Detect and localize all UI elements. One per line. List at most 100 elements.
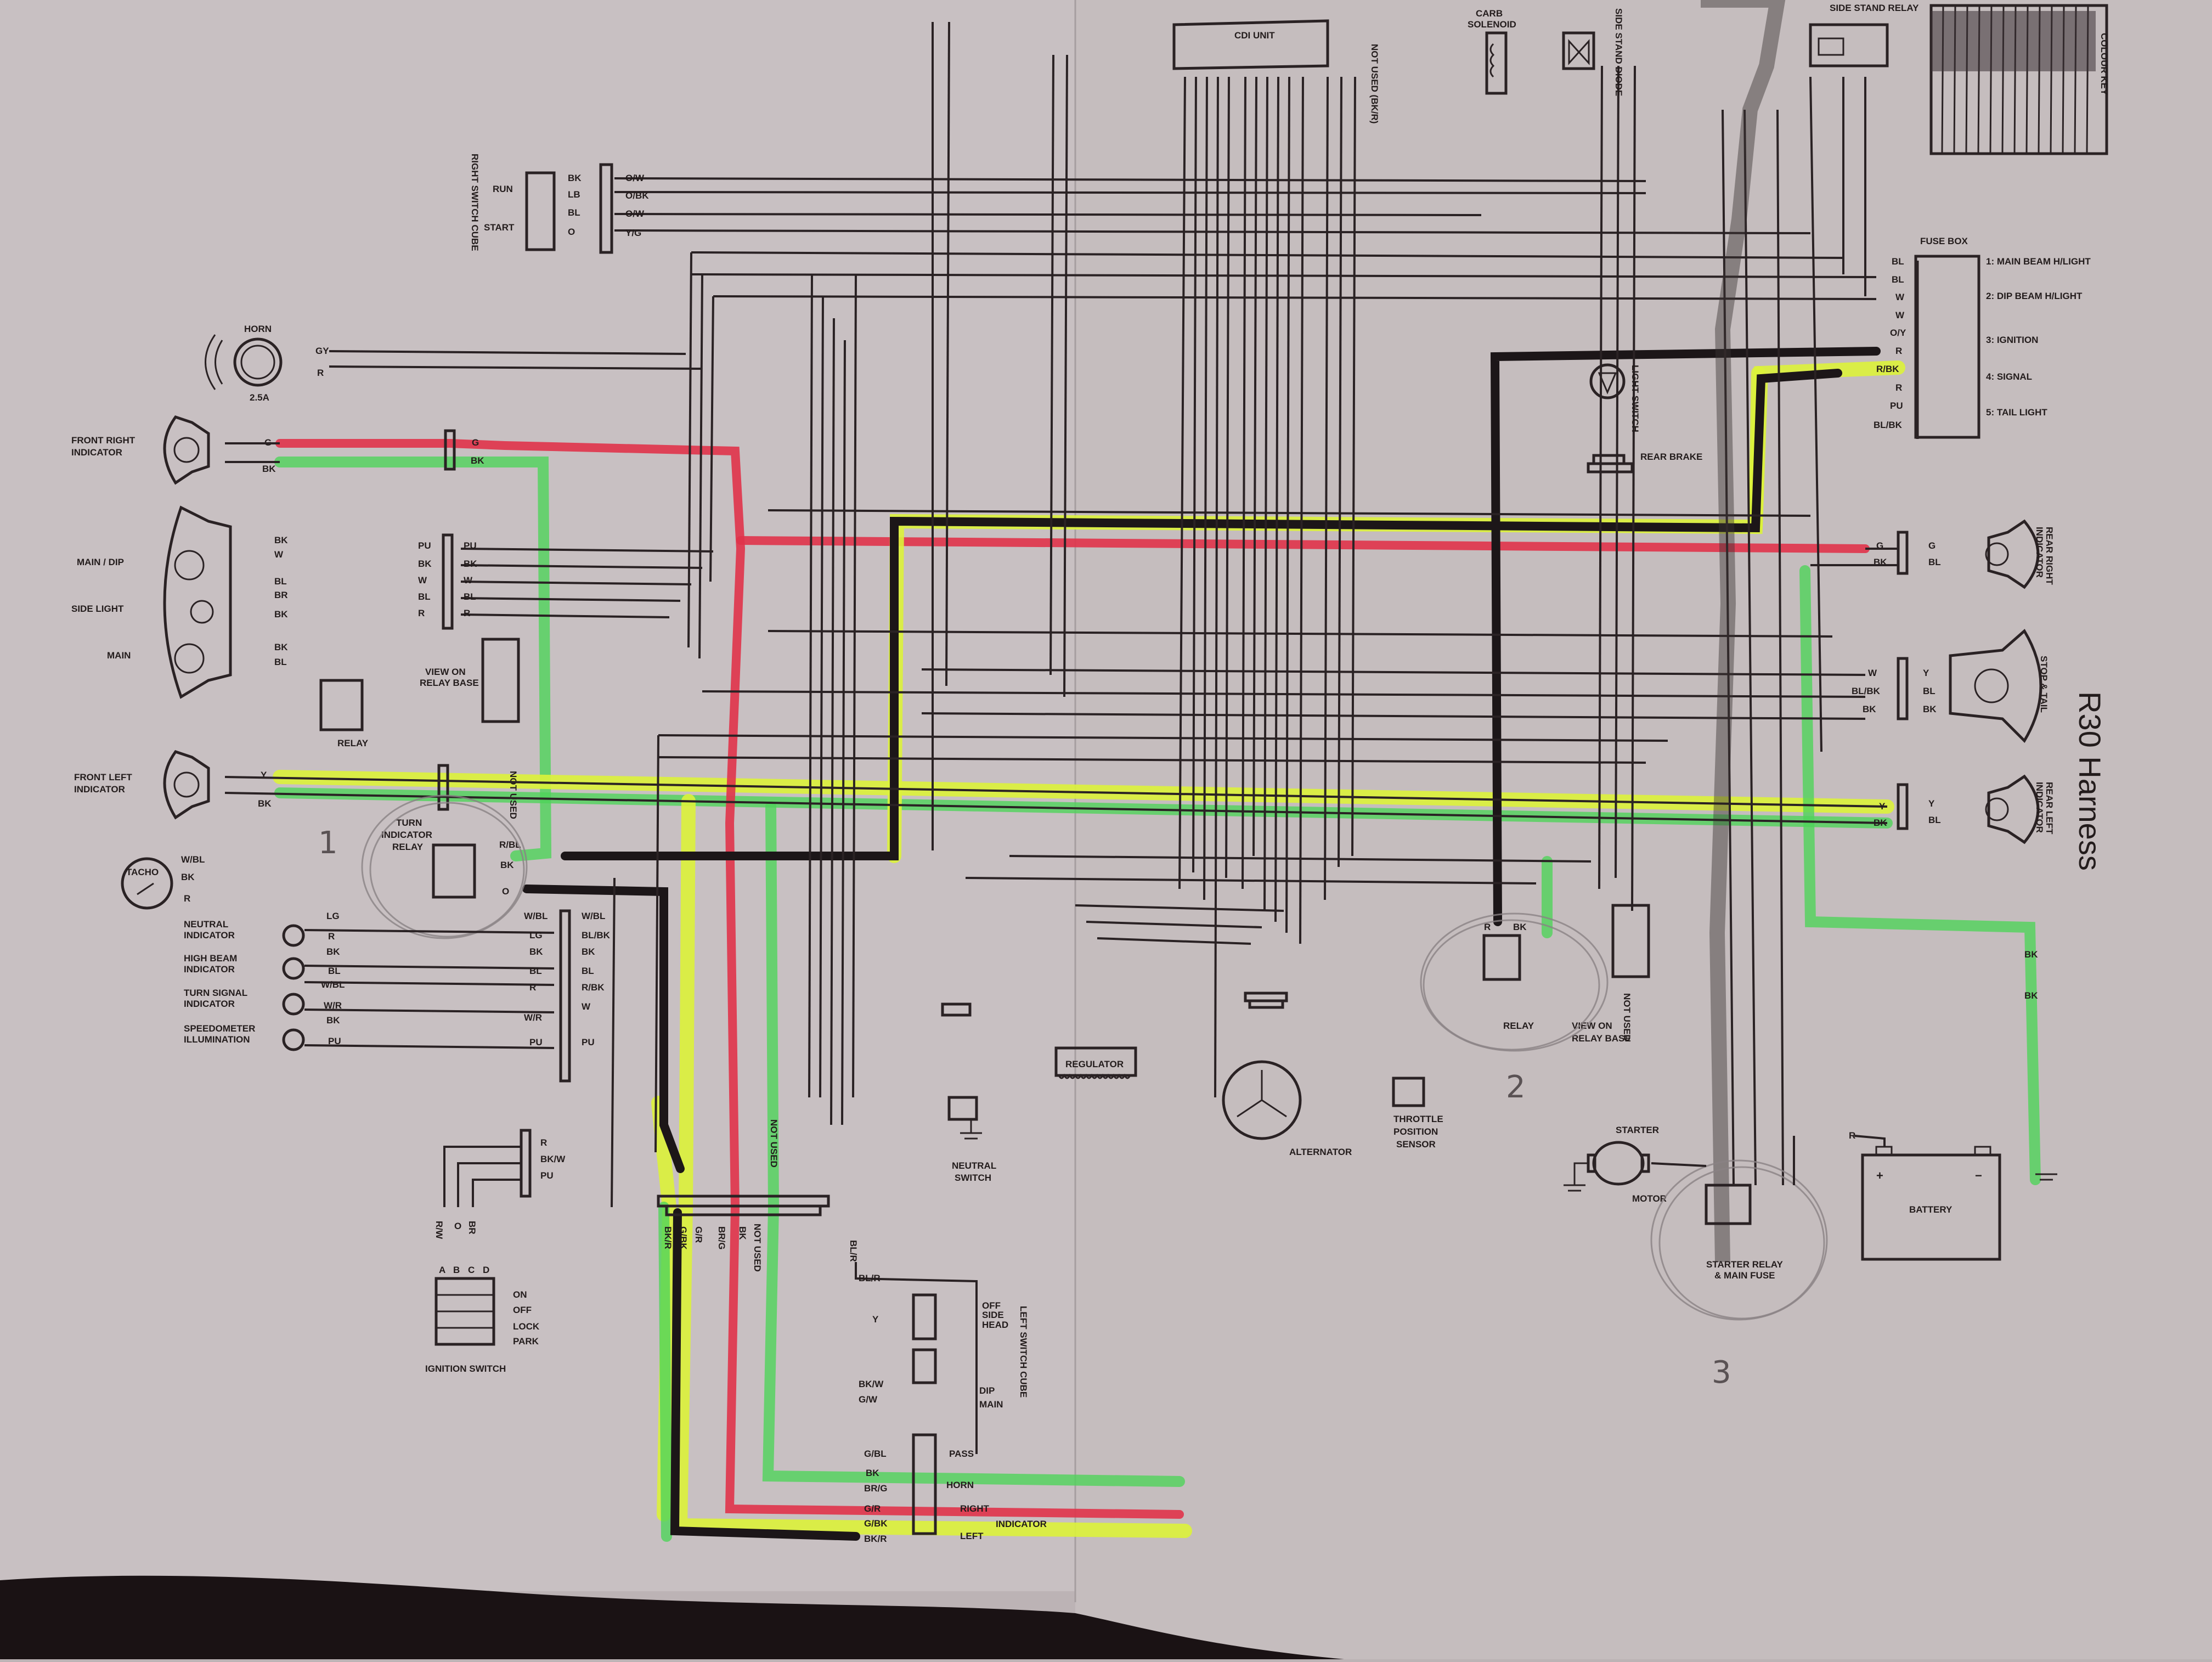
wire-label: W [1868, 668, 1877, 678]
wire-label: R [464, 608, 470, 618]
wire-label: INDICATOR [2034, 782, 2045, 833]
wire-label: SENSOR [1396, 1139, 1436, 1150]
schematic-stroke [852, 274, 857, 1098]
schematic-stroke [945, 21, 950, 686]
annotation-1: 1 [318, 825, 338, 861]
wire-label: Y [1923, 668, 1929, 678]
wire-label: BK [500, 860, 514, 870]
front-left-indicator: FRONT LEFT INDICATOR Y BK [74, 750, 449, 820]
schematic-stroke [768, 509, 1811, 517]
wire-label: W [464, 575, 473, 585]
schematic-stroke [1598, 65, 1603, 889]
side-light-label: SIDE LIGHT [71, 604, 124, 614]
schematic-stroke [1054, 1046, 1137, 1077]
fuse-5-label: 5: TAIL LIGHT [1986, 407, 2047, 418]
wire-label: PU [540, 1170, 554, 1181]
wire-label: G/W [859, 1394, 878, 1405]
wire-label: W [582, 1001, 591, 1012]
wire-label: DIP [979, 1385, 995, 1396]
wire-label: BK/W [859, 1379, 884, 1389]
schematic-stroke [687, 252, 692, 648]
wire-label: BL/BK [582, 930, 611, 940]
schematic-stroke [830, 318, 835, 1125]
wire-label: RELAY [1503, 1021, 1534, 1031]
neutral-indicator: NEUTRAL INDICATOR LG R [184, 911, 340, 947]
wire-label: BK [326, 1015, 340, 1026]
schematic-stroke [561, 369, 1842, 860]
carb-solenoid-label-2: SOLENOID [1468, 19, 1516, 30]
schematic-stroke [559, 909, 571, 1083]
wire-label: PU [418, 540, 431, 551]
ignition-switch: R BK/W PU R/W O BR A B C D ON OFF LOCK P… [425, 1129, 566, 1374]
wire-label: ON [513, 1289, 527, 1300]
wire-label: RELAY BASE [1572, 1033, 1631, 1044]
wire-label: R [317, 368, 324, 378]
schematic-stroke [1987, 774, 2040, 844]
schematic-stroke [282, 1028, 305, 1051]
schematic-stroke [1949, 629, 2042, 743]
schematic-stroke [460, 613, 670, 618]
schematic-stroke [855, 1262, 978, 1454]
schematic-stroke [599, 163, 613, 254]
schematic-stroke [912, 1348, 937, 1384]
wire-label: STARTER [1616, 1125, 1659, 1135]
wire-label: G [472, 437, 479, 448]
wire-label: BR/G [864, 1483, 888, 1494]
wire-label: W/R [324, 1000, 342, 1011]
run-label: RUN [493, 184, 513, 194]
schematic-stroke [658, 1202, 672, 1542]
wire-label: BK [529, 947, 543, 957]
schematic-stroke [1818, 37, 1844, 56]
throttle-position-sensor: THROTTLE POSITION SENSOR [1392, 1077, 1443, 1150]
schematic-stroke [921, 668, 1866, 676]
wire-label: R [1849, 1130, 1855, 1141]
left-vertical-bus [611, 252, 857, 1208]
cdi-unit: CDI UNIT NOT USED (BK/R) [1172, 19, 1380, 123]
schematic-stroke [614, 177, 1646, 182]
wire-label: INDICATOR [381, 830, 432, 840]
schematic-stroke [713, 295, 1877, 300]
dash-indicators: NEUTRAL INDICATOR LG R HIGH BEAM INDICAT… [184, 911, 555, 1051]
cdi-vertical-bus [932, 21, 1866, 1186]
annotation-2: 2 [1506, 1069, 1526, 1105]
front-left-indicator-label-2: INDICATOR [74, 784, 125, 795]
wire-label: POSITION [1393, 1126, 1438, 1137]
wire-label: W/BL [582, 911, 605, 921]
wire-label: BL [1892, 256, 1904, 267]
wire-label: HEAD [982, 1320, 1008, 1330]
wire-label: BR [274, 590, 288, 600]
high-beam-indicator: HIGH BEAM INDICATOR BK BL [184, 947, 341, 980]
schematic-stroke [1063, 54, 1068, 697]
wire-label: BK [866, 1468, 879, 1478]
main-dip-label: MAIN / DIP [77, 557, 124, 567]
schematic-stroke [274, 457, 552, 861]
schematic-stroke [275, 439, 1184, 1519]
schematic-stroke [369, 802, 525, 938]
wire-label: REAR LEFT [2044, 782, 2055, 835]
wire-label: INDICATOR [184, 930, 235, 940]
schematic-stroke [1203, 76, 1208, 900]
starter-relay-main-fuse: STARTER RELAY & MAIN FUSE 3 [1650, 1159, 1828, 1390]
schematic-stroke [1392, 1077, 1425, 1107]
schematic-stroke [174, 643, 205, 674]
wire-label: R [1895, 382, 1902, 393]
schematic-stroke [121, 857, 173, 910]
wire-label: BK [326, 947, 340, 957]
wire-label: O/W [625, 173, 645, 183]
wire-label: BL [274, 576, 287, 587]
regulator-label: REGULATOR [1065, 1059, 1124, 1069]
schematic-stroke [614, 191, 1646, 194]
schematic-stroke [1897, 783, 1909, 830]
schematic-stroke [1705, 1184, 1752, 1225]
wire-label: OFF [513, 1305, 532, 1315]
wire-label: BL [464, 591, 476, 602]
side-stand-diode-label: SIDE STAND DIODE [1613, 8, 1624, 96]
schematic-stroke [1914, 255, 1980, 439]
wire-label: O/W [625, 209, 645, 219]
wire-label: INDICATOR [184, 964, 235, 974]
schematic-stroke [1631, 65, 1636, 911]
schematic-stroke [665, 1204, 822, 1216]
wire-label: BK [2024, 990, 2038, 1001]
wire-label: G/R [864, 1503, 881, 1514]
schematic-stroke [709, 296, 714, 582]
